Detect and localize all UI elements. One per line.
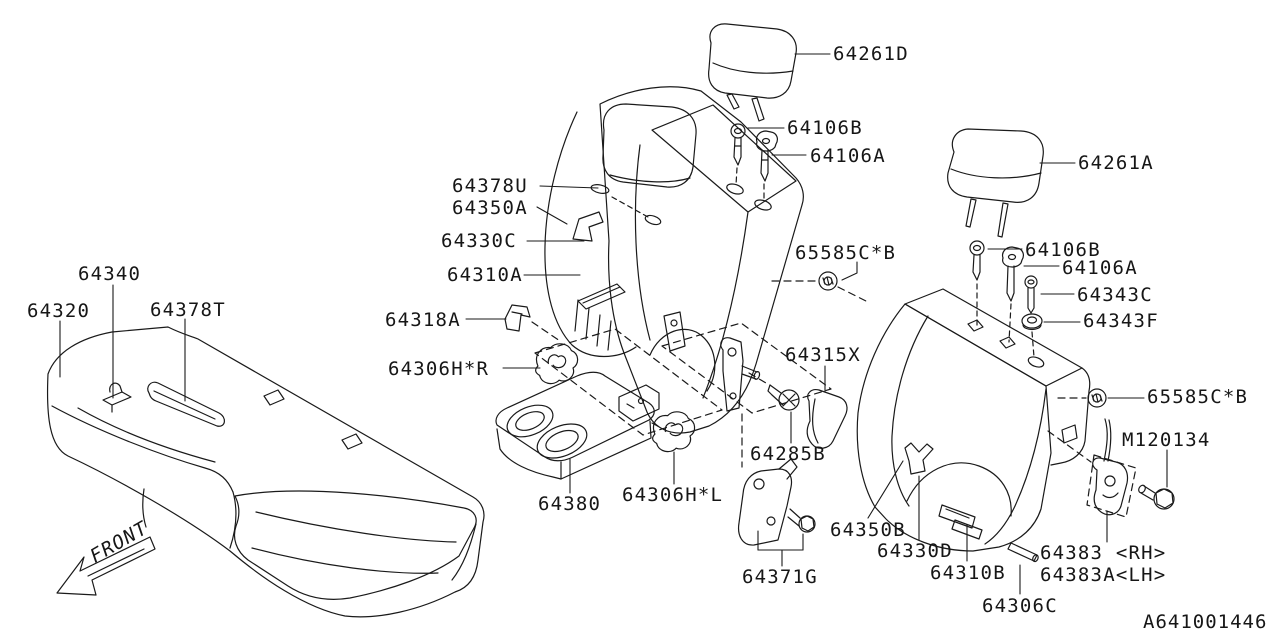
part-label-64320: 64320: [27, 300, 91, 322]
part-label-64343F: 64343F: [1083, 310, 1159, 332]
part-label-64371G: 64371G: [742, 566, 818, 588]
part-label-64378U: 64378U: [452, 175, 528, 197]
part-label-64350B: 64350B: [830, 519, 906, 541]
part-label-64261D: 64261D: [833, 43, 909, 65]
part-label-64306H-R: 64306H*R: [388, 358, 490, 380]
part-label-64343C: 64343C: [1077, 284, 1153, 306]
part-label-64378T: 64378T: [150, 299, 226, 321]
headrest-right-drawing: [947, 128, 1044, 238]
part-label-64330C: 64330C: [441, 230, 517, 252]
part-label-64106B: 64106B: [787, 117, 863, 139]
leader-lines: [59, 53, 1168, 595]
part-label-64306C: 64306C: [982, 595, 1058, 617]
part-label-64285B: 64285B: [750, 443, 826, 465]
seat-cushion-drawing: [46, 326, 485, 618]
part-label-64380: 64380: [538, 493, 602, 515]
part-label-64383-RH-: 64383 <RH>: [1040, 542, 1167, 564]
part-label-64306H-L: 64306H*L: [622, 484, 724, 506]
part-label-64350A: 64350A: [452, 197, 528, 219]
part-label-64106A: 64106A: [810, 145, 886, 167]
part-label-M120134: M120134: [1122, 429, 1211, 451]
center-hardware: [504, 271, 871, 546]
front-arrow: [56, 536, 156, 596]
leader-line: [539, 185, 599, 189]
part-label-64310A: 64310A: [447, 264, 523, 286]
part-label-64340: 64340: [78, 263, 142, 285]
right-hardware: [1007, 388, 1175, 563]
part-label-64315X: 64315X: [785, 344, 861, 366]
armrest-drawing: [495, 371, 660, 480]
part-label-64383A-LH-: 64383A<LH>: [1040, 564, 1167, 586]
part-label-64261A: 64261A: [1078, 152, 1154, 174]
part-label-64106A: 64106A: [1062, 257, 1138, 279]
part-label-64106B: 64106B: [1025, 239, 1101, 261]
leader-line: [867, 460, 904, 519]
headrest-screws-right: [969, 240, 1043, 358]
part-label-65585C-B: 65585C*B: [1147, 386, 1249, 408]
part-label-64310B: 64310B: [930, 562, 1006, 584]
part-label-64330D: 64330D: [877, 540, 953, 562]
part-label-65585C-B: 65585C*B: [795, 242, 897, 264]
part-label-64318A: 64318A: [385, 309, 461, 331]
headrest-screws-center: [730, 123, 778, 201]
leader-line: [536, 206, 568, 225]
diagram-code: A641001446: [1143, 611, 1268, 633]
headrest-center-drawing: [708, 23, 797, 122]
right-seatback-drawing: [856, 288, 1091, 552]
leader-line: [841, 261, 858, 281]
